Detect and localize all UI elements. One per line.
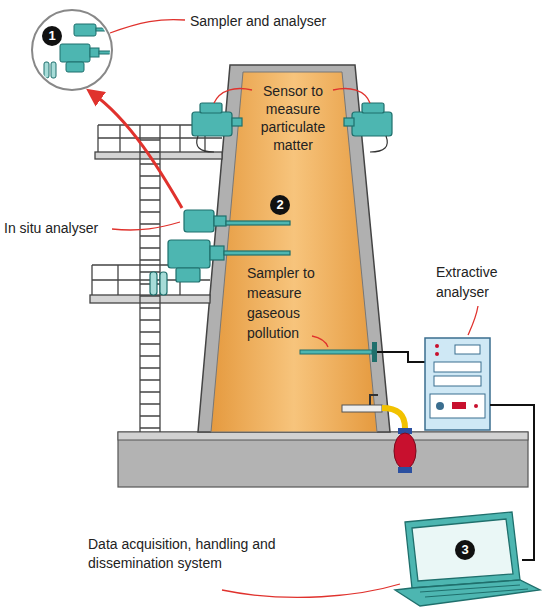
chimney-stack-part	[211, 72, 377, 432]
sample-line-part	[342, 405, 382, 412]
callout-label: In situ analyser	[4, 219, 116, 237]
in-situ-analyser-part	[176, 268, 200, 282]
ladder-part	[140, 125, 160, 432]
ladder	[140, 125, 160, 432]
gas-sampler-probe-part	[377, 352, 425, 362]
inset-detail-part	[60, 44, 90, 62]
particulate-sensors-part	[197, 136, 214, 152]
gas-sampler-probe	[300, 342, 425, 362]
extractive-analyser-part	[474, 404, 478, 408]
extractive-analyser-part	[452, 402, 466, 409]
extractive-analyser-part	[455, 345, 480, 354]
callout-number: 3	[455, 540, 475, 560]
particulate-sensors-part	[362, 103, 384, 113]
leader-lines	[110, 20, 478, 598]
leader-lines-part	[112, 222, 180, 230]
particulate-sensors-part	[352, 112, 392, 136]
extractive-analyser-part	[435, 344, 439, 348]
base-plinth-part	[118, 432, 528, 440]
in-situ-analyser-part	[224, 251, 290, 255]
leader-lines-part	[214, 89, 252, 103]
in-situ-analyser-part	[210, 246, 224, 260]
extractive-analyser-part	[434, 376, 481, 386]
in-situ-analyser-part	[168, 240, 210, 268]
particulate-sensors-part	[192, 112, 232, 136]
in-situ-analyser-part	[184, 210, 214, 232]
sample-line-part	[382, 408, 405, 428]
callout-label: Data acquisition, handling and dissemina…	[88, 535, 278, 573]
in-situ-analyser-part	[150, 272, 157, 295]
in-situ-analyser-part	[226, 221, 290, 225]
inset-detail-part	[74, 24, 96, 36]
red-arrow	[92, 93, 182, 208]
platforms-part	[95, 152, 222, 159]
extractive-analyser-part	[430, 394, 485, 418]
in-situ-analyser	[150, 210, 290, 295]
sample-line-part	[370, 395, 378, 405]
inset-detail-part	[44, 62, 49, 78]
extractive-analyser-part	[434, 362, 481, 372]
leader-lines-part	[222, 584, 400, 597]
laptop-part	[395, 580, 540, 606]
inset-detail-part	[90, 48, 99, 57]
callout-label: Extractive analyser	[436, 262, 516, 302]
platforms-part	[92, 265, 210, 295]
extractive-analyser-part	[425, 338, 490, 430]
inset-detail-part	[32, 10, 112, 90]
inset-detail-part	[99, 51, 119, 54]
particulate-sensors-part	[370, 136, 387, 152]
callout-label: Sampler to measure gaseous pollution	[247, 263, 332, 343]
extractive-analyser-part	[435, 352, 439, 356]
callout-label: Sampler and analyser	[190, 12, 410, 30]
in-situ-analyser-part	[214, 216, 226, 226]
sample-line	[342, 395, 416, 473]
base-plinth-part	[118, 432, 528, 487]
inset-detail-part	[66, 62, 84, 72]
sample-line-part	[394, 433, 416, 469]
particulate-sensors-part	[344, 118, 354, 126]
callout-number: 1	[42, 26, 62, 46]
gas-sampler-probe-part	[372, 342, 377, 362]
laptop-part	[405, 512, 520, 588]
red-arrow-part	[92, 93, 182, 208]
callout-label: Sensor to measure particulate matter	[247, 82, 339, 154]
base-plinth	[118, 432, 528, 487]
in-situ-analyser-part	[160, 272, 167, 295]
gas-sampler-probe-part	[300, 350, 372, 354]
inset-detail-part	[96, 28, 116, 31]
leader-lines-part	[110, 20, 185, 33]
leader-lines-part	[468, 306, 478, 335]
laptop-part	[412, 519, 513, 581]
ladder-part	[140, 140, 160, 428]
leader-lines-part	[333, 89, 370, 103]
particulate-sensors-part	[232, 118, 242, 126]
inset-detail-part	[51, 62, 56, 78]
laptop	[395, 512, 540, 606]
particulate-sensors-part	[200, 103, 222, 113]
callout-number: 2	[270, 195, 290, 215]
extractive-analyser	[425, 338, 490, 430]
extractive-analyser-part	[436, 402, 444, 410]
sample-line-part	[398, 467, 412, 473]
laptop-part	[420, 585, 528, 597]
inset-detail	[32, 10, 119, 90]
leader-lines-part	[312, 336, 328, 347]
